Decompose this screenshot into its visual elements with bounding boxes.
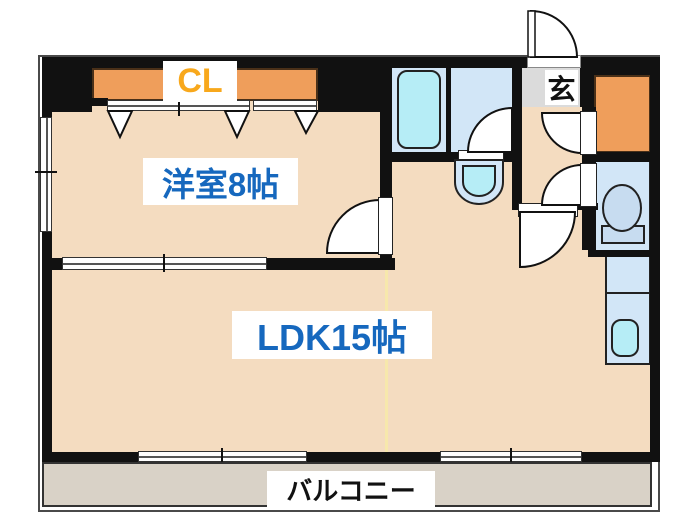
wall-entrance-east — [580, 57, 594, 107]
wall-corner-topleft — [42, 57, 92, 112]
balcony-label: バルコニー — [267, 471, 435, 507]
closet-label: CL — [163, 61, 237, 101]
kitchen-boundary-line — [385, 270, 388, 452]
washbasin — [454, 159, 504, 205]
wall-stub-closet-left — [92, 98, 108, 106]
front-door-arc — [527, 9, 579, 58]
window-west-tick — [35, 171, 57, 173]
wall-bath-washroom-divider — [446, 60, 451, 156]
wall-shoe-toilet-divider — [594, 152, 650, 162]
wall-toilet-south — [588, 250, 650, 257]
sliding-door-tick — [163, 254, 165, 272]
bedroom-door-arc — [325, 198, 381, 254]
wall-entrance-west — [512, 57, 522, 210]
toilet-door-lower-arc — [540, 163, 583, 206]
wall-bath-west — [380, 57, 392, 200]
closet-door-strip-right — [253, 100, 317, 111]
bathtub — [397, 70, 441, 149]
hall-door-arc — [519, 211, 577, 269]
closet-door-tick — [178, 102, 180, 116]
ldk-label: LDK15帖 — [232, 311, 432, 359]
kitchen-sink — [611, 319, 639, 357]
shoe-cabinet — [594, 75, 651, 153]
toilet — [601, 184, 645, 244]
window-west — [40, 117, 52, 232]
western-room-label: 洋室8帖 — [143, 158, 298, 205]
entrance-label: 玄 — [545, 70, 578, 105]
window-south-left-tick — [221, 448, 223, 465]
window-south-right-tick — [510, 448, 512, 465]
toilet-door-upper-leaf — [580, 111, 597, 155]
wall-right-of-closet — [318, 57, 392, 112]
bedroom-door-leaf — [378, 197, 393, 255]
washroom-door-arc — [466, 106, 513, 153]
kitchen-counter-divider — [606, 292, 650, 294]
toilet-door-lower-leaf — [580, 163, 597, 207]
wall-bottom — [42, 452, 658, 462]
wall-right — [650, 57, 660, 462]
wall-washroom-south — [380, 152, 522, 162]
wall-above-shoe-cabinet — [594, 57, 650, 75]
closet-folding-door-triangles — [106, 110, 320, 140]
